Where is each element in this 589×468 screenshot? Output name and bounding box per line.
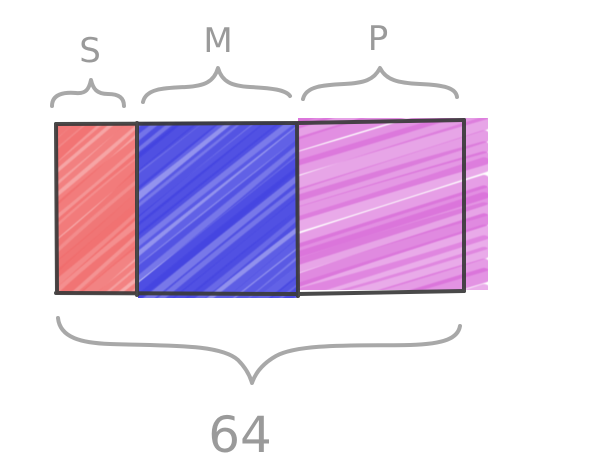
hatch-stroke — [298, 174, 488, 248]
hatch-stroke — [226, 237, 298, 298]
hatch-stroke — [255, 265, 298, 298]
segment-m-fill — [138, 122, 298, 298]
hatch-stroke — [138, 155, 298, 298]
hatch-stroke — [56, 124, 126, 183]
segment-label-p: P — [368, 19, 389, 59]
brace-m — [141, 66, 292, 104]
brace-p — [301, 66, 459, 101]
hatch-stroke — [298, 157, 488, 233]
hatch-stroke — [298, 118, 316, 124]
hatch-stroke — [138, 165, 298, 298]
segment-p-fill — [298, 118, 488, 290]
segment-label-m: M — [203, 21, 232, 61]
hatch-stroke — [172, 195, 298, 298]
hatch-stroke — [138, 122, 287, 241]
hatch-stroke — [94, 260, 136, 294]
hatch-stroke — [298, 118, 455, 166]
hatch-stroke — [120, 282, 136, 294]
hatch-stroke — [138, 138, 298, 282]
hatch-stroke — [52, 310, 141, 388]
hatch-stroke — [298, 202, 488, 274]
hatch-stroke — [298, 118, 366, 140]
hatch-stroke — [378, 258, 488, 290]
hatch-stroke — [106, 269, 136, 294]
hatch-stroke — [56, 169, 136, 263]
hatch-stroke — [298, 118, 488, 191]
hatch-stroke — [56, 124, 136, 193]
brace-s — [50, 78, 126, 108]
hatch-stroke — [138, 122, 184, 160]
hatch-stroke — [268, 274, 298, 298]
hatch-stroke — [185, 209, 298, 298]
hatch-stroke — [138, 122, 298, 251]
hatch-stroke — [298, 235, 488, 290]
hatch-stroke — [138, 125, 298, 276]
hatch-stroke — [463, 284, 488, 290]
hatch-stroke — [298, 118, 407, 151]
segment-s-fill — [52, 124, 141, 388]
segment-label-s: S — [79, 31, 101, 71]
divider-m-p — [295, 121, 300, 298]
hatch-stroke — [138, 122, 241, 204]
hatch-stroke — [56, 124, 136, 207]
hatch-stroke — [138, 122, 228, 193]
hatch-stroke — [154, 180, 298, 298]
hatch-stroke — [282, 285, 298, 298]
hatch-stroke — [56, 124, 85, 149]
hatch-stroke — [56, 202, 136, 289]
hatch-stroke — [298, 141, 488, 208]
hatch-stroke — [138, 122, 204, 173]
brace-total — [56, 316, 462, 385]
hatch-stroke — [410, 267, 488, 290]
hatch-stroke — [298, 213, 488, 288]
hatch-stroke — [77, 245, 136, 294]
hatch-stroke — [138, 122, 155, 135]
total-label: 64 — [208, 406, 272, 464]
hatch-stroke — [56, 228, 136, 294]
bar-outline — [54, 118, 466, 298]
hatch-stroke — [56, 137, 136, 225]
hatch-stroke — [235, 248, 298, 298]
hatch-stroke — [339, 246, 488, 290]
